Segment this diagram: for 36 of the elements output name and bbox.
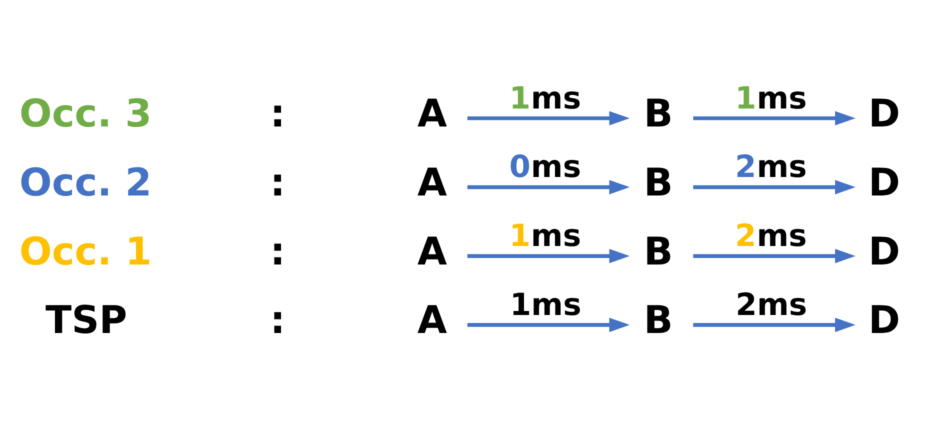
node-text: B xyxy=(644,91,673,136)
node-text: A xyxy=(417,228,448,274)
label: Occ. 1 xyxy=(19,228,152,274)
edge-label: 1ms xyxy=(510,287,582,322)
arrow xyxy=(467,110,630,125)
node-text: D xyxy=(868,298,900,343)
label: : xyxy=(270,160,286,205)
arrow xyxy=(693,110,856,125)
edge-label: 0ms xyxy=(509,150,582,185)
edge-label: 1ms xyxy=(509,80,582,116)
node-text: A xyxy=(417,160,448,205)
label: : xyxy=(270,298,286,343)
arrow xyxy=(467,317,630,332)
label: Occ. 3 xyxy=(19,91,152,136)
node-text: B xyxy=(644,160,673,205)
arrow xyxy=(467,248,630,263)
node-text: A xyxy=(417,298,448,343)
arrow xyxy=(693,317,856,332)
label: : xyxy=(270,228,286,274)
node-text: B xyxy=(644,298,673,343)
node-text: B xyxy=(644,228,673,274)
label: Occ. 2 xyxy=(19,160,152,205)
edge-label: 1ms xyxy=(509,218,582,254)
arrow xyxy=(693,180,856,194)
node-text: D xyxy=(868,91,900,136)
arrow xyxy=(693,248,856,263)
edge-label: 2ms xyxy=(735,218,807,254)
label: TSP xyxy=(46,298,128,343)
label: : xyxy=(270,91,286,136)
edge-label: 1ms xyxy=(735,80,807,116)
edge-label: 2ms xyxy=(736,287,808,322)
node-text: D xyxy=(868,160,900,205)
arrow xyxy=(467,180,630,194)
edge-label: 2ms xyxy=(735,150,807,185)
node-text: D xyxy=(868,228,900,274)
node-text: A xyxy=(417,91,448,136)
